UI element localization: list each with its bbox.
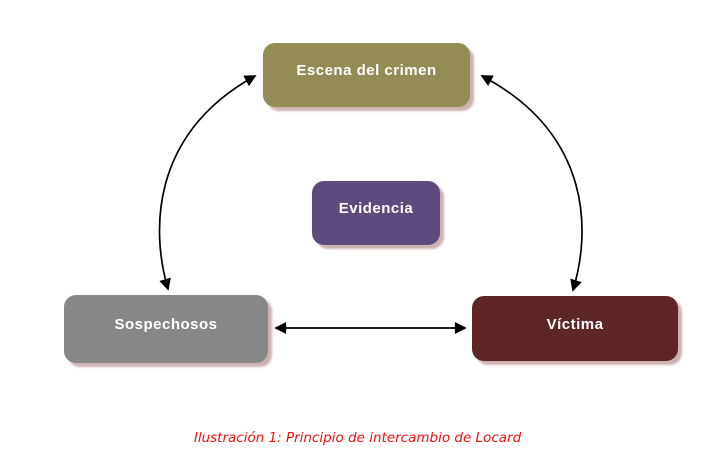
figure-caption: Ilustración 1: Principio de intercambio … [193, 430, 522, 446]
edge-escena-sospechosos [158, 75, 257, 291]
node-sospechosos-label: Sospechosos [114, 316, 218, 333]
node-evidencia-label: Evidencia [338, 200, 414, 217]
node-escena-del-crimen: Escena del crimen [263, 43, 470, 107]
node-sospechosos: Sospechosos [64, 295, 268, 363]
edge-escena-victima [480, 75, 583, 292]
node-victima: Víctima [472, 296, 678, 361]
node-escena-del-crimen-label: Escena del crimen [296, 62, 437, 79]
node-victima-label: Víctima [546, 315, 604, 333]
node-evidencia: Evidencia [312, 181, 440, 245]
